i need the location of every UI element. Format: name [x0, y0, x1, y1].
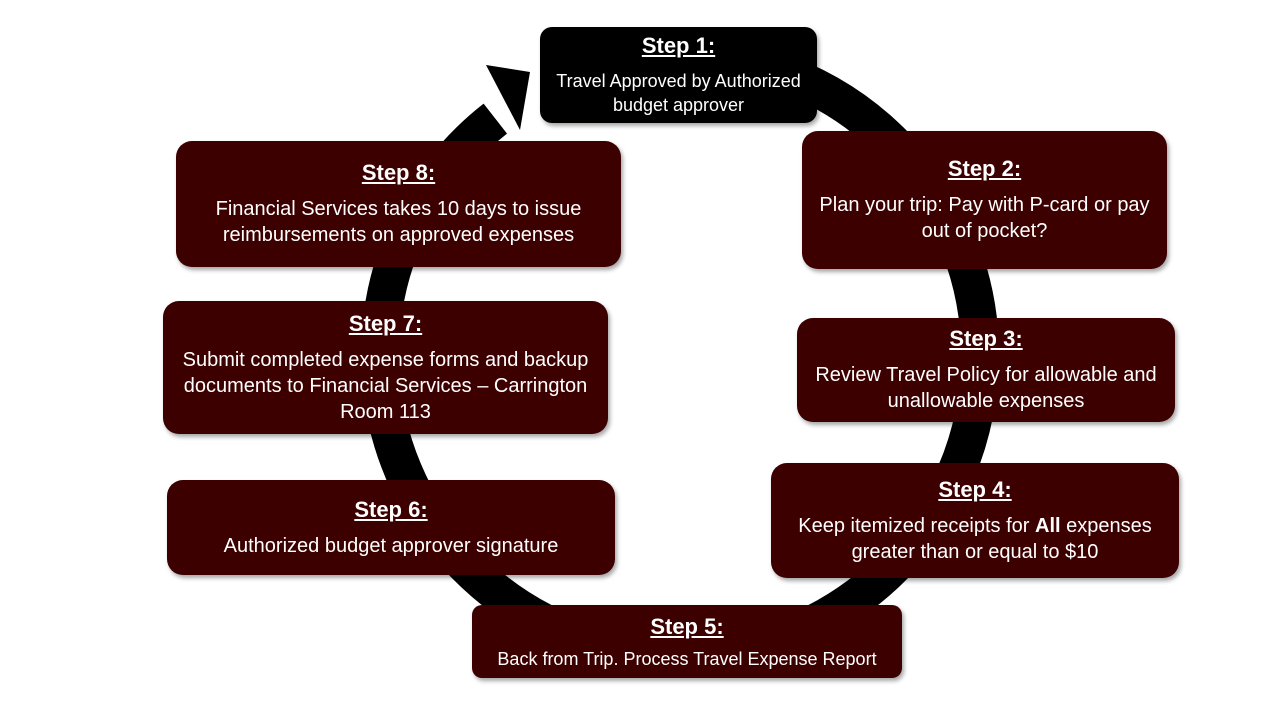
step-3-box: Step 3: Review Travel Policy for allowab…: [797, 318, 1175, 422]
step-5-text: Back from Trip. Process Travel Expense R…: [497, 648, 877, 669]
step-6-box: Step 6: Authorized budget approver signa…: [167, 480, 615, 575]
step-8-text: Financial Services takes 10 days to issu…: [215, 198, 582, 246]
step-2-text: Plan your trip: Pay with P-card or pay o…: [819, 194, 1150, 242]
step-4-text: Keep itemized receipts for All expenses …: [785, 513, 1165, 565]
cycle-arrowhead-icon: [486, 65, 530, 130]
step-1-box: Step 1: Travel Approved by Authorized bu…: [540, 27, 817, 123]
step-7-box: Step 7: Submit completed expense forms a…: [163, 301, 608, 434]
step-8-box: Step 8: Financial Services takes 10 days…: [176, 141, 621, 267]
step-4-text-before: Keep itemized receipts for: [798, 514, 1036, 537]
step-7-text: Submit completed expense forms and backu…: [182, 348, 589, 423]
step-4-title: Step 4:: [938, 476, 1012, 502]
step-1-text: Travel Approved by Authorized budget app…: [556, 71, 801, 115]
step-3-title: Step 3:: [949, 326, 1023, 351]
step-1-title: Step 1:: [641, 33, 716, 58]
step-4-text-bold: All: [1035, 514, 1061, 537]
step-6-text: Authorized budget approver signature: [223, 534, 559, 557]
step-2-box: Step 2: Plan your trip: Pay with P-card …: [802, 131, 1167, 269]
step-6-title: Step 6:: [354, 496, 428, 522]
step-5-box: Step 5: Back from Trip. Process Travel E…: [472, 605, 902, 678]
step-5-title: Step 5:: [650, 613, 724, 639]
step-4-text-after: expenses greater than or equal to $10: [851, 514, 1152, 563]
step-3-text: Review Travel Policy for allowable and u…: [815, 364, 1157, 412]
step-8-title: Step 8:: [361, 160, 436, 185]
step-4-box: Step 4: Keep itemized receipts for All e…: [771, 463, 1179, 578]
step-2-title: Step 2:: [947, 156, 1022, 181]
step-7-title: Step 7:: [348, 310, 423, 336]
